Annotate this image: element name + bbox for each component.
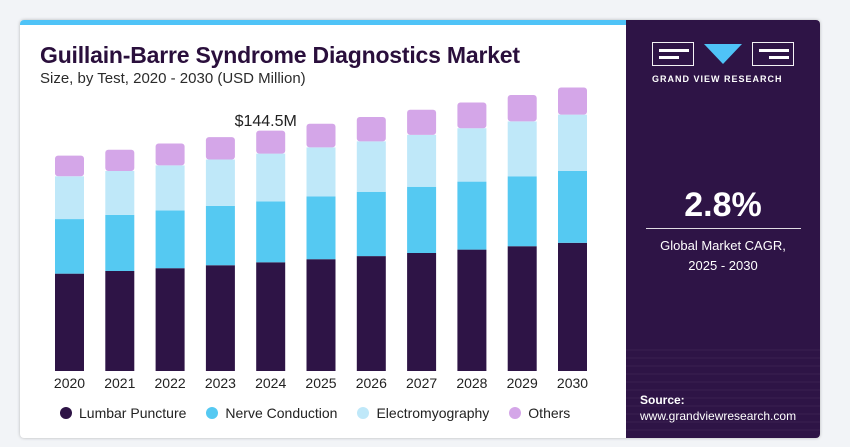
bar-segment-electromyography-2026: [356, 141, 386, 192]
bar-segment-others-2021: [105, 149, 135, 171]
bar-segment-lumbar-puncture-2026: [356, 256, 386, 371]
bar-segment-electromyography-2027: [407, 134, 437, 187]
bar-segment-lumbar-puncture-2025: [306, 259, 336, 371]
bar-segment-nerve-conduction-2026: [356, 191, 386, 257]
bar-segment-nerve-conduction-2030: [558, 170, 587, 243]
bar-segment-others-2026: [356, 117, 386, 142]
brand-name: GRAND VIEW RESEARCH: [652, 74, 783, 84]
bar-segment-nerve-conduction-2023: [205, 205, 235, 266]
bar-segment-electromyography-2021: [105, 170, 135, 215]
bar-segment-lumbar-puncture-2023: [205, 265, 235, 371]
x-tick-label: 2023: [205, 375, 236, 391]
legend-item-lumbar-puncture: Lumbar Puncture: [60, 405, 186, 421]
legend-swatch: [509, 407, 522, 419]
legend-item-electromyography: Electromyography: [357, 405, 489, 421]
x-tick-label: 2025: [305, 375, 336, 391]
bar-segment-electromyography-2024: [256, 153, 286, 202]
cagr-label-line2: 2025 - 2030: [688, 258, 758, 273]
bar-segment-nerve-conduction-2025: [306, 196, 336, 260]
bar-segment-nerve-conduction-2028: [457, 181, 487, 250]
bar-segment-others-2020: [55, 155, 84, 177]
bar-segment-electromyography-2023: [205, 159, 235, 206]
x-tick-label: 2026: [356, 375, 387, 391]
bar-segment-lumbar-puncture-2030: [558, 242, 587, 371]
bar-segment-electromyography-2022: [155, 165, 185, 211]
chart-title: Guillain-Barre Syndrome Diagnostics Mark…: [40, 42, 520, 68]
bar-segment-others-2028: [457, 102, 487, 129]
stacked-bar-chart: 2020 2021 2022 2023 2024 $144.5M 2025 2026 2027 2…: [54, 87, 588, 391]
bar-segment-electromyography-2030: [558, 114, 587, 171]
x-tick-label: 2022: [155, 375, 186, 391]
logo-mark-right-icon: [752, 42, 794, 66]
bar-segment-nerve-conduction-2027: [407, 186, 437, 253]
legend-swatch: [60, 407, 72, 419]
bar-segment-others-2025: [306, 123, 336, 148]
bar-segment-electromyography-2029: [507, 121, 537, 177]
legend-label: Nerve Conduction: [225, 405, 338, 421]
x-tick-label: 2028: [456, 375, 487, 391]
legend-label: Electromyography: [376, 405, 490, 421]
logo-mark-center-icon: [702, 42, 744, 66]
legend-item-others: Others: [509, 405, 570, 421]
x-tick-label: 2029: [507, 375, 538, 391]
legend-item-nerve-conduction: Nerve Conduction: [206, 405, 337, 421]
bar-segment-lumbar-puncture-2024: [256, 262, 286, 371]
source-label: Source:: [640, 393, 685, 407]
x-tick-label: 2027: [406, 375, 437, 391]
bar-segment-others-2024: [256, 130, 286, 154]
value-annotation: $144.5M: [235, 113, 297, 130]
x-tick-label: 2030: [557, 375, 588, 391]
bar-segment-others-2029: [507, 95, 537, 122]
sidebar-texture: [626, 349, 820, 431]
cagr-value: 2.8%: [684, 186, 762, 224]
bar-segment-nerve-conduction-2024: [256, 201, 286, 263]
bar-segment-lumbar-puncture-2021: [105, 270, 135, 371]
bar-segment-electromyography-2020: [55, 176, 84, 220]
bar-segment-others-2022: [155, 143, 185, 166]
legend-label: Others: [528, 405, 571, 421]
chart-legend: Lumbar Puncture Nerve Conduction Electromy…: [60, 405, 590, 421]
cagr-label: Global Market CAGR, 2025 - 2030: [626, 236, 820, 276]
bar-segment-lumbar-puncture-2020: [55, 273, 84, 371]
bar-segment-electromyography-2025: [306, 147, 336, 197]
bar-segment-lumbar-puncture-2028: [457, 249, 487, 371]
bar-segment-nerve-conduction-2022: [155, 210, 185, 269]
x-tick-label: 2021: [104, 375, 135, 391]
sidebar-panel: GRAND VIEW RESEARCH 2.8% Global Market C…: [626, 20, 820, 438]
bar-segment-electromyography-2028: [457, 128, 487, 182]
bar-segment-lumbar-puncture-2022: [155, 268, 185, 371]
chart-card: Guillain-Barre Syndrome Diagnostics Mark…: [20, 20, 820, 438]
legend-label: Lumbar Puncture: [79, 405, 187, 421]
x-tick-label: 2020: [54, 375, 85, 391]
bar-segment-others-2023: [205, 137, 235, 160]
source-url[interactable]: www.grandviewresearch.com: [640, 409, 797, 423]
bar-segment-nerve-conduction-2020: [55, 219, 84, 274]
bar-segment-others-2030: [558, 87, 587, 115]
legend-swatch: [357, 407, 370, 419]
grand-view-research-logo: GRAND VIEW RESEARCH: [652, 42, 796, 84]
bar-segment-others-2027: [407, 109, 437, 135]
legend-swatch: [206, 407, 219, 419]
bar-segment-lumbar-puncture-2027: [407, 253, 437, 371]
bar-segment-nerve-conduction-2029: [507, 176, 537, 247]
cagr-divider: [646, 228, 801, 229]
bar-segment-nerve-conduction-2021: [105, 214, 135, 271]
accent-bar: [20, 20, 626, 25]
x-tick-label: 2024: [255, 375, 286, 391]
logo-mark-left-icon: [652, 42, 694, 66]
cagr-label-line1: Global Market CAGR,: [660, 238, 786, 253]
bar-segment-lumbar-puncture-2029: [507, 246, 537, 371]
source-block: Source: www.grandviewresearch.com: [640, 392, 796, 424]
chart-subtitle: Size, by Test, 2020 - 2030 (USD Million): [40, 70, 306, 87]
